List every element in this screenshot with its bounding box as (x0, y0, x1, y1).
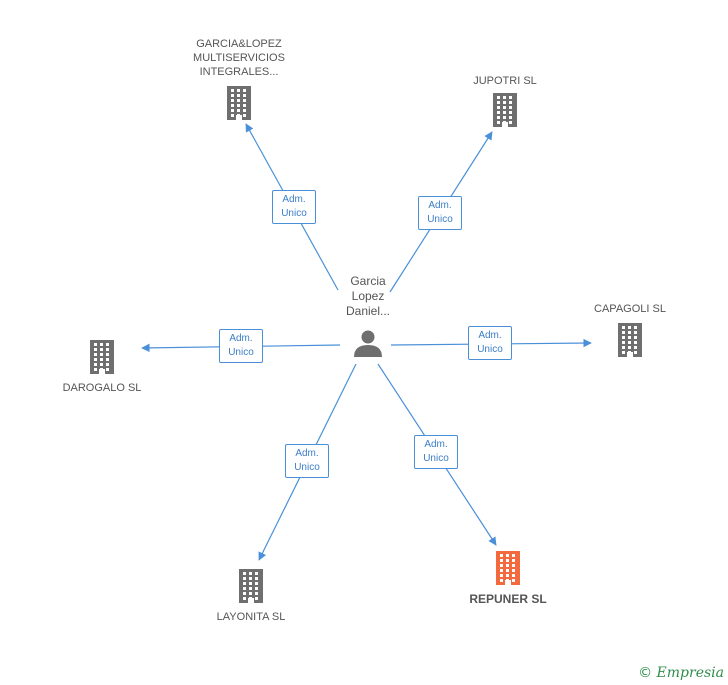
building-icon-garcia[interactable] (227, 86, 251, 120)
company-label-layonita[interactable]: LAYONITA SL (216, 611, 286, 623)
company-label-jupotri[interactable]: JUPOTRI SL (473, 75, 537, 87)
edge-label-repuner: Adm. Unico (414, 435, 458, 469)
edge-label-capagoli: Adm. Unico (468, 326, 512, 360)
copyright-icon: © (638, 665, 653, 681)
watermark: © Empresia (638, 665, 724, 681)
brand-logo: Empresia (656, 665, 724, 681)
building-icon-jupotri[interactable] (493, 93, 517, 127)
building-icon-darogalo[interactable] (90, 340, 114, 374)
building-icon-layonita[interactable] (239, 569, 263, 603)
edge-label-jupotri: Adm. Unico (418, 196, 462, 230)
person-label[interactable]: Garcia Lopez Daniel... (345, 274, 391, 318)
company-label-darogalo[interactable]: DAROGALO SL (62, 382, 142, 394)
building-icon-repuner[interactable] (496, 551, 520, 585)
company-label-capagoli[interactable]: CAPAGOLI SL (594, 303, 666, 315)
edge-label-garcia: Adm. Unico (272, 190, 316, 224)
edge-label-layonita: Adm. Unico (285, 444, 329, 478)
building-icon-capagoli[interactable] (618, 323, 642, 357)
company-label-repuner[interactable]: REPUNER SL (469, 592, 547, 606)
edge-label-darogalo: Adm. Unico (219, 329, 263, 363)
person-icon[interactable] (354, 330, 382, 358)
company-label-garcia[interactable]: GARCIA&LOPEZ MULTISERVICIOS INTEGRALES..… (193, 38, 285, 78)
